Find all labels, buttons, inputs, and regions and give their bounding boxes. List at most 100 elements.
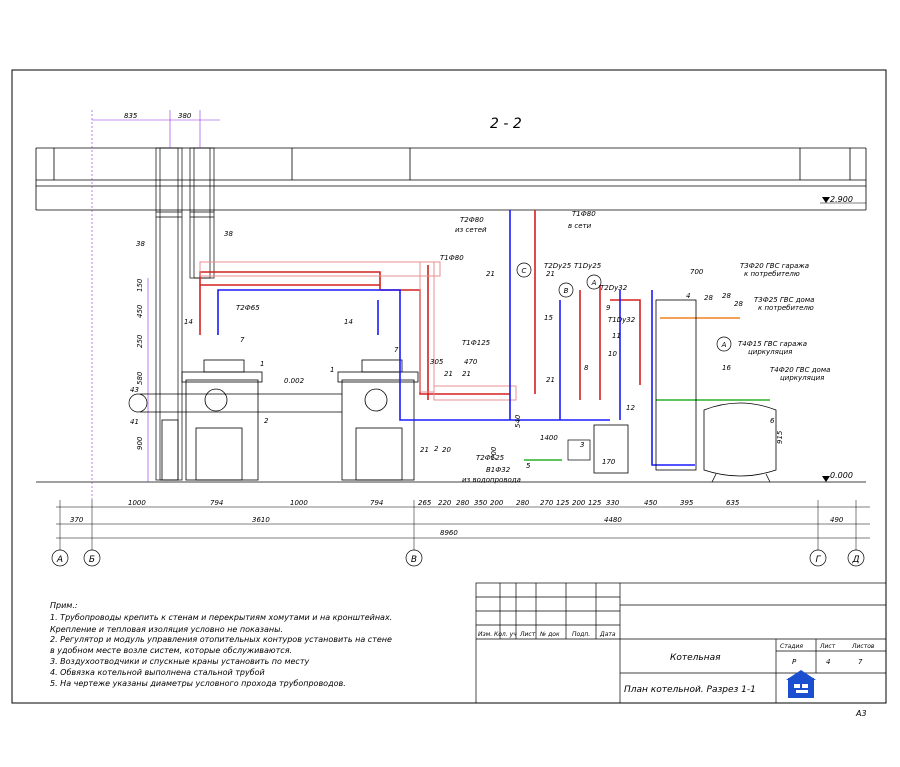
svg-text:6: 6	[770, 417, 775, 425]
svg-text:Т2Ф80: Т2Ф80	[460, 216, 484, 224]
svg-text:1000: 1000	[290, 499, 308, 507]
svg-text:450: 450	[644, 499, 658, 507]
level-mark-top: 2.900	[820, 195, 866, 204]
svg-text:Дата: Дата	[599, 631, 616, 638]
svg-text:5: 5	[526, 462, 531, 470]
svg-text:38: 38	[136, 240, 145, 248]
svg-text:1000: 1000	[128, 499, 146, 507]
svg-text:125: 125	[556, 499, 570, 507]
svg-text:Т2Ф125: Т2Ф125	[476, 454, 505, 462]
svg-text:А: А	[591, 279, 597, 287]
left-dimensions: 150 450 250 580 900	[136, 278, 149, 482]
svg-text:15: 15	[544, 314, 553, 322]
svg-text:Т2Dу32: Т2Dу32	[600, 284, 628, 292]
svg-text:Т2Ф65: Т2Ф65	[236, 304, 260, 312]
svg-text:28: 28	[734, 300, 743, 308]
svg-text:Б: Б	[89, 555, 95, 565]
bottom-dims-row1: 1000 794 1000 794 265 220 280 350 200 28…	[128, 499, 740, 507]
svg-text:450: 450	[136, 304, 144, 318]
svg-text:10: 10	[608, 350, 617, 358]
svg-text:В: В	[411, 555, 417, 565]
svg-text:270: 270	[540, 499, 554, 507]
svg-text:3610: 3610	[252, 516, 270, 524]
svg-text:14: 14	[344, 318, 353, 326]
svg-text:21: 21	[444, 370, 453, 378]
boiler-2	[337, 359, 419, 481]
svg-text:700: 700	[690, 268, 704, 276]
section-title: 2 - 2	[490, 116, 522, 132]
top-dimensions: 835 380	[91, 110, 220, 500]
svg-text:794: 794	[370, 499, 383, 507]
svg-text:5. На чертеже указаны диаметры: 5. На чертеже указаны диаметры условного…	[50, 679, 346, 688]
svg-text:8: 8	[584, 364, 589, 372]
svg-text:150: 150	[136, 278, 144, 292]
bottom-dimensions	[56, 506, 870, 539]
svg-text:Т1Dу32: Т1Dу32	[608, 316, 636, 324]
bottom-dims-row2: 370 3610 4480 490	[70, 516, 844, 524]
svg-text:2: 2	[264, 417, 269, 425]
svg-text:Листов: Листов	[851, 643, 875, 650]
boiler-1	[181, 359, 263, 481]
expansion-vessel	[703, 402, 777, 483]
svg-text:9: 9	[606, 304, 611, 312]
svg-text:635: 635	[726, 499, 740, 507]
svg-text:из водопровода: из водопровода	[462, 476, 521, 484]
company-logo	[786, 670, 816, 698]
svg-text:16: 16	[722, 364, 731, 372]
svg-text:21: 21	[420, 446, 429, 454]
bottom-total-dimension: 8960	[440, 529, 458, 537]
drawing-frame	[11, 69, 887, 704]
circle-marks: С В А А	[516, 262, 732, 352]
svg-text:12: 12	[626, 404, 635, 412]
title-block	[475, 582, 887, 704]
svg-text:170: 170	[602, 458, 616, 466]
svg-text:4: 4	[826, 658, 830, 666]
svg-text:490: 490	[830, 516, 844, 524]
svg-text:Стадия: Стадия	[780, 643, 803, 650]
svg-text:11: 11	[612, 332, 621, 340]
svg-text:470: 470	[464, 358, 478, 366]
format-label: А3	[855, 709, 867, 718]
svg-text:794: 794	[210, 499, 223, 507]
svg-text:3: 3	[580, 441, 584, 449]
ceiling-slab	[35, 147, 867, 211]
svg-text:Т2Dу25: Т2Dу25	[544, 262, 572, 270]
level-mark-floor: 0.000	[822, 471, 853, 482]
svg-text:А: А	[721, 341, 727, 349]
svg-text:28: 28	[704, 294, 713, 302]
svg-text:Д: Д	[851, 555, 859, 565]
svg-text:№ док: № док	[539, 631, 560, 638]
svg-text:4: 4	[686, 292, 690, 300]
title-block-text: Изм. Кол. уч Лист № док Подп. Дата Стади…	[478, 631, 875, 695]
svg-text:41: 41	[130, 418, 139, 426]
supply-main-insulation	[199, 261, 517, 401]
svg-text:900: 900	[136, 436, 144, 450]
svg-text:835: 835	[124, 112, 138, 120]
svg-text:20: 20	[442, 446, 451, 454]
svg-text:циркуляция: циркуляция	[780, 374, 824, 382]
pump-block	[567, 439, 591, 461]
svg-text:1: 1	[260, 360, 264, 368]
svg-text:Лист: Лист	[819, 643, 836, 650]
svg-text:Т3Ф20 ГВС гаража: Т3Ф20 ГВС гаража	[740, 262, 809, 270]
svg-text:4. Обвязка котельной выполнена: 4. Обвязка котельной выполнена стальной …	[50, 668, 265, 677]
svg-text:21: 21	[462, 370, 471, 378]
svg-text:28: 28	[722, 292, 731, 300]
burner-box	[161, 419, 179, 481]
svg-text:125: 125	[588, 499, 602, 507]
svg-text:0.000: 0.000	[830, 471, 853, 480]
svg-text:3. Воздухоотводчики и спускные: 3. Воздухоотводчики и спускные краны уст…	[50, 657, 309, 666]
svg-text:Лист: Лист	[519, 631, 536, 638]
svg-text:350: 350	[474, 499, 488, 507]
svg-text:Прим.:: Прим.:	[50, 601, 78, 610]
svg-text:Подп.: Подп.	[572, 631, 590, 638]
svg-text:Т4Ф15 ГВС гаража: Т4Ф15 ГВС гаража	[738, 340, 807, 348]
svg-text:2. Регулятор и модуль управлен: 2. Регулятор и модуль управления отопите…	[50, 635, 392, 644]
svg-text:Т1Ф80: Т1Ф80	[440, 254, 464, 262]
svg-text:43: 43	[130, 386, 139, 394]
svg-text:2: 2	[434, 445, 439, 453]
svg-text:540: 540	[514, 414, 522, 428]
svg-text:380: 380	[178, 112, 192, 120]
svg-text:Крепление и тепловая изоляция: Крепление и тепловая изоляция условно не…	[50, 625, 283, 634]
